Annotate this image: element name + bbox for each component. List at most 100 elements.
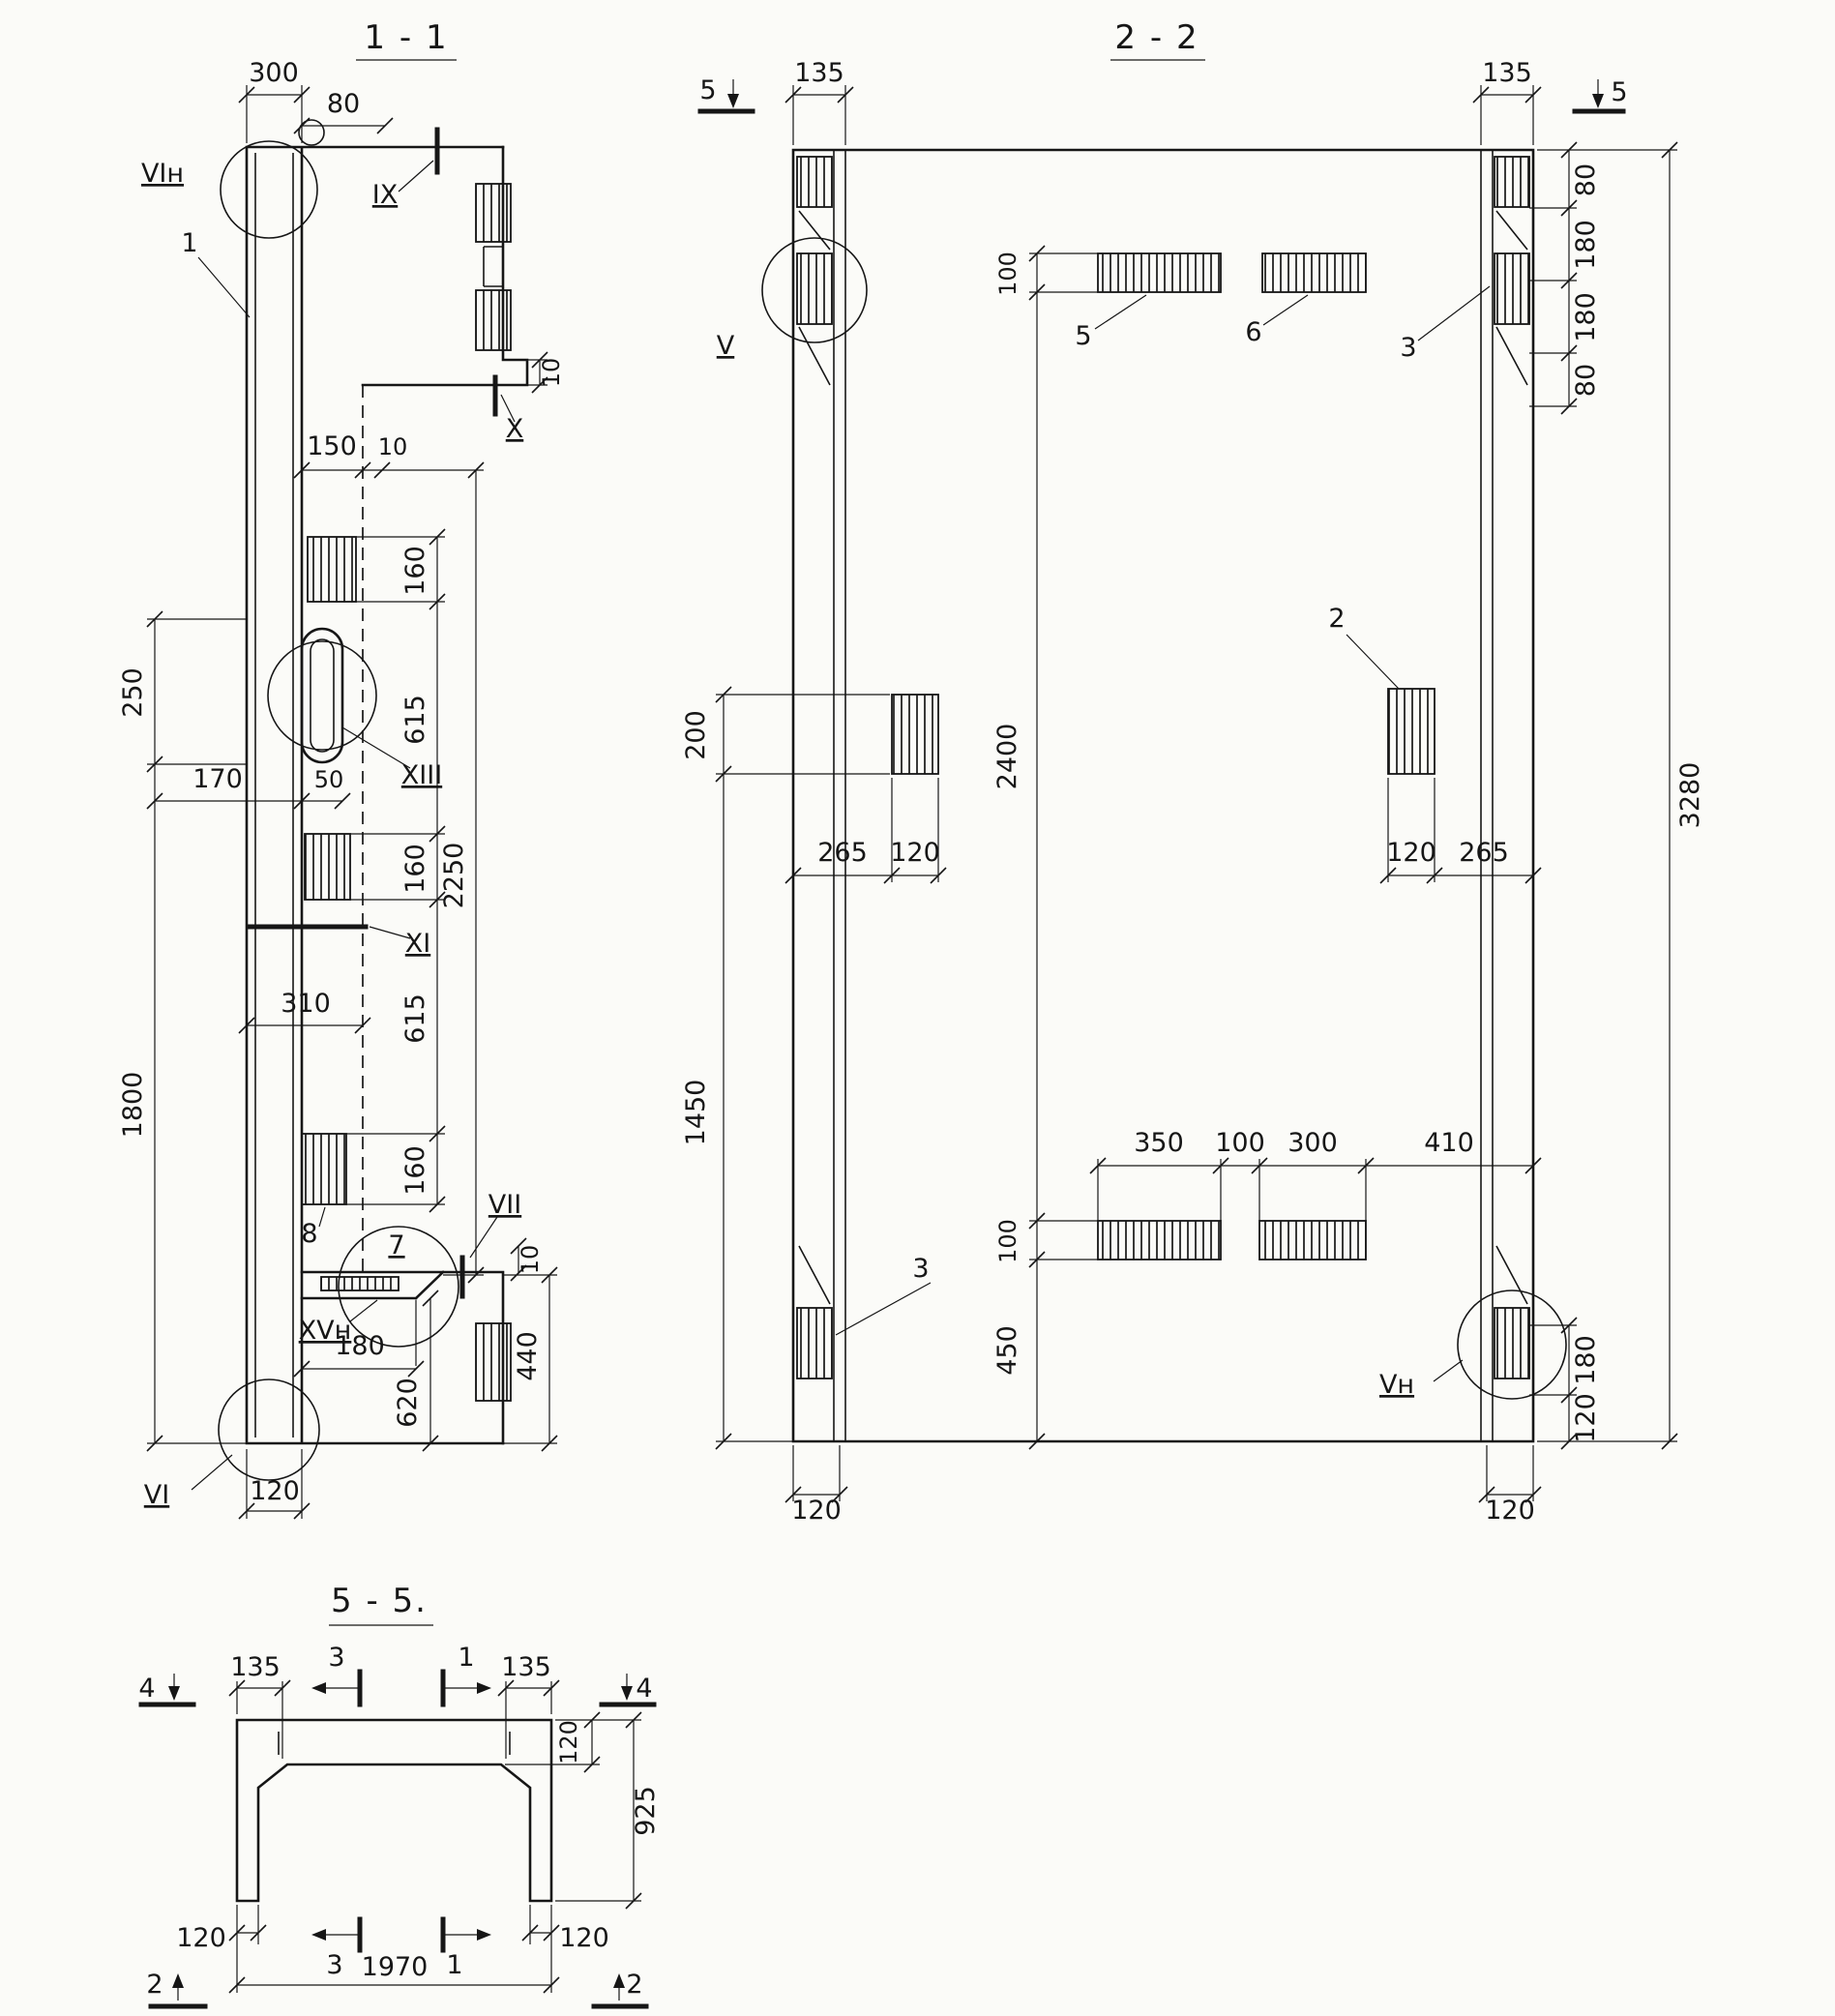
embedded-plate-hatch [1494, 252, 1530, 325]
cut-mark-3-top: 3 [328, 1643, 344, 1673]
embedded-plate-hatch [1097, 1220, 1222, 1260]
section-cut-marks [247, 127, 498, 1299]
dim-s11-1800: 1800 [118, 1072, 148, 1139]
dim-s22-450: 450 [992, 1325, 1022, 1376]
dim-s22-1450: 1450 [681, 1080, 711, 1146]
section-2-2-detail-circles [761, 237, 1567, 1400]
detail-callout-circle [1457, 1290, 1567, 1400]
dim-s22-180-2: 180 [1571, 292, 1601, 342]
cut-mark-5-left: 5 [699, 75, 716, 105]
dim-s22-265-left: 265 [817, 838, 868, 868]
part-label-2: 2 [1328, 604, 1345, 634]
section-2-2-labels: 5 135 135 5 V 5 6 3 80 180 180 80 3280 1… [681, 58, 1705, 1526]
dim-s11-160-2: 160 [400, 844, 430, 894]
ref-label-xiii: XIII [401, 760, 442, 790]
embedded-plate-hatch [1261, 252, 1367, 293]
part-label-8: 8 [301, 1219, 317, 1249]
ref-label-xi: XI [405, 929, 430, 959]
dim-s11-160-1: 160 [400, 546, 430, 596]
section-1-1: 1 - 1 [118, 18, 565, 1520]
dim-s22-135-right: 135 [1482, 58, 1532, 88]
dim-s11-170: 170 [192, 764, 243, 794]
dim-s55-120-br: 120 [559, 1923, 609, 1953]
ref-label-vin: VIн [141, 159, 184, 189]
dim-s11-300: 300 [249, 58, 299, 88]
section-5-5: 5 - 5. 4 135 3 1 135 [138, 1582, 661, 2009]
detail-callout-circle [218, 1379, 320, 1481]
embedded-plate-hatch [307, 536, 357, 603]
dim-s22-120-bl: 120 [791, 1496, 842, 1526]
embedded-plate-hatch [1494, 156, 1530, 208]
leader-lines [835, 285, 1491, 1382]
part-label-1: 1 [181, 228, 197, 258]
dim-s22-410: 410 [1424, 1128, 1474, 1158]
part-label-5: 5 [1075, 321, 1091, 351]
section-2-2-title: 2 - 2 [1114, 18, 1199, 57]
dim-s11-180: 180 [335, 1331, 385, 1361]
section-cut-bars [138, 1669, 657, 2009]
section-5-5-linework [138, 1669, 657, 2009]
dim-s55-1970: 1970 [362, 1952, 429, 1982]
embedded-plate-hatch [1097, 252, 1222, 293]
dim-s11-615-1: 615 [400, 695, 430, 745]
embedded-plate-hatch [475, 289, 512, 351]
dim-s22-180-1: 180 [1571, 220, 1601, 270]
dim-s11-10-mid: 10 [378, 433, 408, 460]
embedded-plate-hatch [475, 183, 512, 243]
section-1-1-linework [245, 119, 529, 1445]
dim-s55-120-top: 120 [555, 1720, 582, 1764]
ref-label-vn: Vн [1379, 1370, 1414, 1400]
section-1-1-labels: 300 80 VIн 1 IX 10 X 150 10 160 250 615 … [118, 58, 565, 1510]
embedded-plate-hatch [304, 833, 351, 901]
cut-mark-4-left: 4 [138, 1674, 155, 1704]
cut-mark-5-right: 5 [1611, 77, 1627, 107]
dim-s55-135-left: 135 [230, 1652, 281, 1682]
dim-s22-265-right: 265 [1459, 838, 1509, 868]
part-label-7: 7 [388, 1230, 404, 1260]
section-2-2: 2 - 2 [681, 18, 1705, 1526]
dim-s22-135-left: 135 [794, 58, 844, 88]
dim-s11-160-3: 160 [400, 1145, 430, 1196]
cut-mark-3-bot: 3 [326, 1950, 342, 1980]
dim-s22-300: 300 [1287, 1128, 1338, 1158]
dim-s11-310: 310 [281, 989, 331, 1019]
section-2-2-embedded-plates [796, 156, 1530, 1379]
dim-s22-120-right: 120 [1386, 838, 1436, 868]
part-label-6: 6 [1245, 317, 1261, 347]
detail-callout-circle [338, 1226, 459, 1348]
lifting-loop [298, 119, 325, 146]
anchor-slot-inner [310, 638, 335, 753]
ref-label-v: V [717, 331, 735, 361]
dim-s11-120: 120 [250, 1476, 300, 1506]
dim-s22-100-top: 100 [994, 252, 1021, 296]
ref-label-vi: VI [144, 1480, 169, 1510]
dim-s11-10-top: 10 [538, 358, 565, 388]
embedded-plate-hatch [796, 156, 833, 208]
part-label-3-bot: 3 [912, 1254, 929, 1284]
embedded-plate-hatch [891, 694, 939, 775]
embedded-plate-hatch [320, 1276, 400, 1291]
section-2-2-dimension-lines [715, 79, 1678, 1503]
dim-s22-120-rb: 120 [1571, 1393, 1601, 1443]
dim-s55-135-right: 135 [501, 1652, 551, 1682]
dim-s11-50: 50 [314, 766, 344, 793]
embedded-plate-hatch [301, 1133, 347, 1205]
embedded-plate-hatch [796, 252, 833, 325]
ref-label-ix: IX [372, 180, 398, 210]
dim-s11-620: 620 [393, 1378, 423, 1428]
dim-s11-2250: 2250 [439, 843, 469, 909]
section-5-5-title: 5 - 5. [331, 1582, 428, 1620]
dim-s11-10-bot: 10 [517, 1245, 544, 1275]
channel-outline [235, 1718, 553, 1903]
anchor-hooks [278, 1732, 511, 1755]
rib-transition-lines [798, 210, 1528, 1305]
dim-s22-200: 200 [681, 710, 711, 760]
detail-callout-circle [761, 237, 868, 343]
embedded-plate-hatch [1258, 1220, 1367, 1260]
section-2-2-linework [697, 108, 1626, 1443]
dim-s22-180-bot: 180 [1571, 1335, 1601, 1385]
part-label-3-top: 3 [1400, 333, 1416, 363]
